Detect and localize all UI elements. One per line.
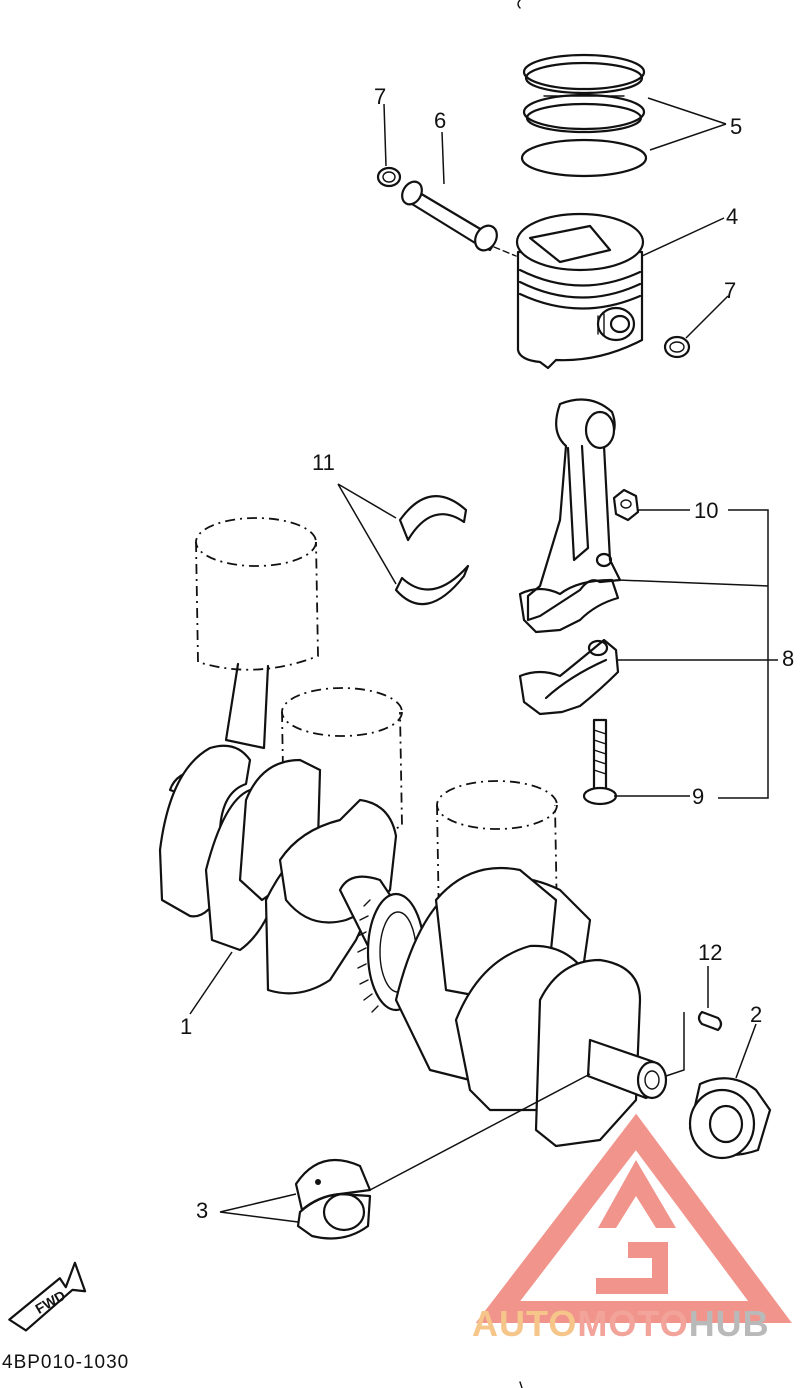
page-mark-bottom [519,1381,523,1388]
rod-nut [612,488,640,522]
big-end-bearings [394,495,470,606]
callout-1: 1 [180,1014,192,1039]
callout-8: 8 [782,646,794,671]
callout-3: 3 [196,1198,208,1223]
callout-9: 9 [692,784,704,809]
svg-text:AUTOMOTOHUB: AUTOMOTOHUB [472,1303,770,1344]
page-mark-top [517,0,521,9]
piston [515,212,645,370]
oil-seal [688,1077,772,1160]
automotohub-wordmark: AUTOMOTOHUB [472,1303,770,1344]
piston-pin [401,180,517,257]
wordmark-moto: MOTO [577,1303,688,1344]
callout-11: 11 [312,450,335,475]
piston-rings [520,53,648,178]
wordmark-hub: HUB [689,1303,770,1344]
callout-7-lower: 7 [724,278,736,303]
callout-5: 5 [730,114,742,139]
callout-4: 4 [726,204,738,229]
callout-6: 6 [434,108,446,133]
callout-10: 10 [694,498,718,523]
dowel-pin [665,1010,723,1077]
wordmark-auto: AUTO [472,1303,577,1344]
automotohub-logo [475,1113,792,1323]
connecting-rod [518,398,622,716]
main-bearings [294,1158,372,1240]
callout-7-upper: 7 [374,84,386,109]
fwd-arrow-icon [8,1261,87,1332]
diagram-code: 4BP010-1030 [2,1352,129,1373]
rod-bolt [582,718,618,806]
circlip-upper [376,166,402,188]
circlip-lower [663,335,691,359]
callout-12: 12 [698,940,722,965]
callout-labels: 7 6 5 4 7 11 10 8 9 12 2 1 3 [180,84,794,1223]
crankshaft [158,517,668,1148]
callout-2: 2 [750,1002,762,1027]
leader-lines [189,97,778,1223]
